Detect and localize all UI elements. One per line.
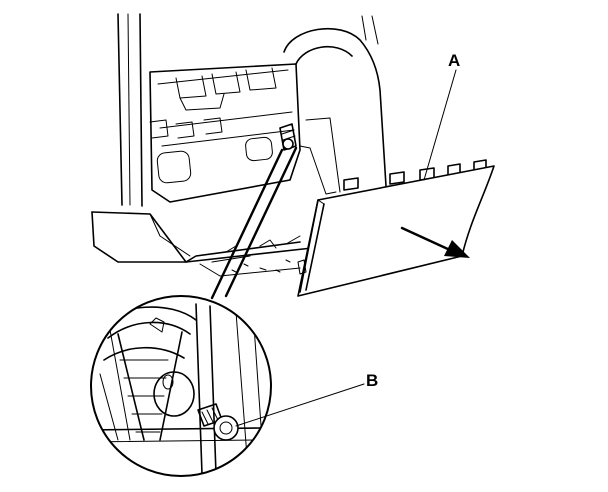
bolt-in-place bbox=[279, 123, 297, 151]
callout-a: A bbox=[423, 51, 460, 181]
callout-b: B bbox=[235, 371, 378, 427]
detail-magnifier bbox=[90, 295, 272, 477]
removal-direction-arrow bbox=[400, 226, 470, 258]
magnify-leader-lines bbox=[210, 146, 298, 300]
callout-b-label: B bbox=[366, 371, 378, 390]
callout-a-label: A bbox=[448, 51, 460, 70]
glove-box-door bbox=[297, 159, 495, 297]
dashboard-structure bbox=[91, 13, 387, 277]
